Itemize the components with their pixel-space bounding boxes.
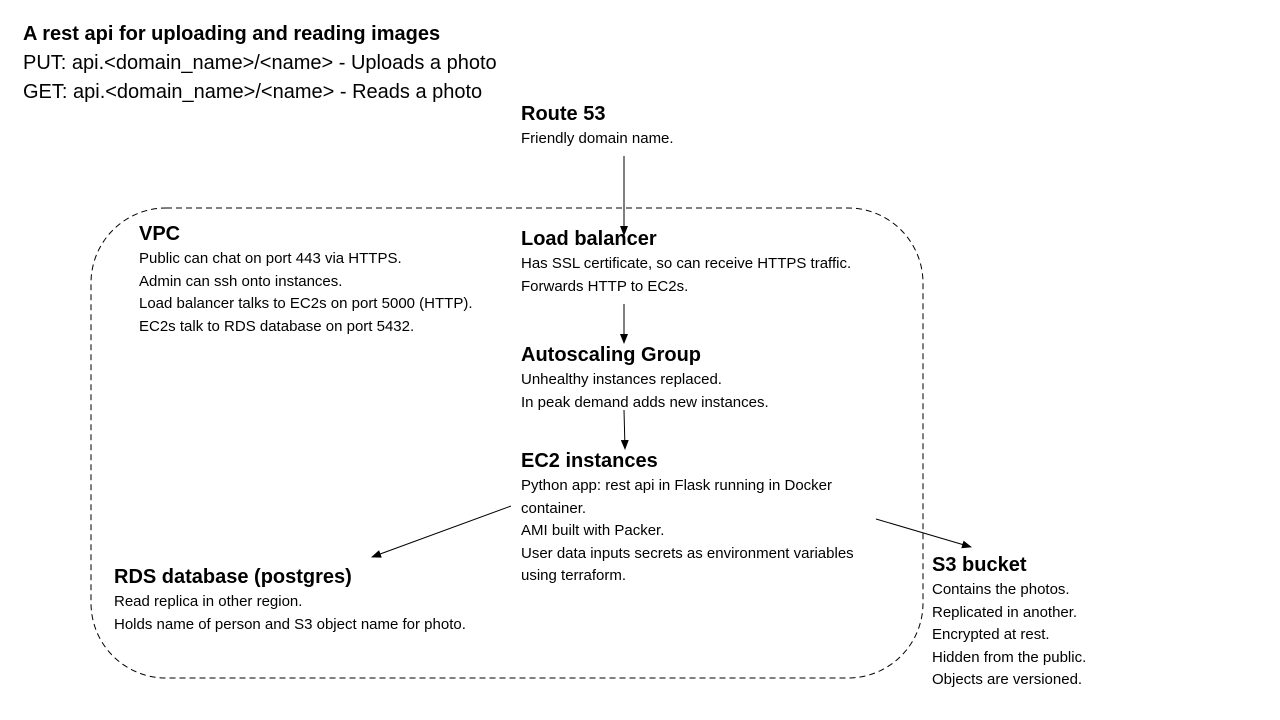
autoscaling-description: Unhealthy instances replaced. In peak de… [521, 369, 769, 414]
vpc-line: EC2s talk to RDS database on port 5432. [139, 317, 415, 335]
autoscaling-line: In peak demand adds new instances. [521, 393, 769, 411]
put-endpoint-line: PUT: api.<domain_name>/<name> - Uploads … [23, 52, 497, 74]
load-balancer-line: Has SSL certificate, so can receive HTTP… [521, 255, 852, 272]
load-balancer-line: Forwards HTTP to EC2s. [521, 277, 689, 295]
vpc-node: VPC Public can chat on port 443 via HTTP… [139, 220, 473, 338]
ec2-line: container. [521, 499, 587, 517]
vpc-line: Load balancer talks to EC2s on port 5000… [139, 295, 473, 312]
route53-line: Friendly domain name. [521, 130, 674, 147]
load-balancer-node: Load balancer Has SSL certificate, so ca… [521, 225, 851, 298]
rds-line: Read replica in other region. [114, 593, 303, 610]
vpc-title: VPC [139, 223, 181, 245]
ec2-node: EC2 instances Python app: rest api in Fl… [521, 447, 854, 588]
ec2-line: Python app: rest api in Flask running in… [521, 477, 832, 494]
autoscaling-title: Autoscaling Group [521, 344, 701, 366]
route53-node: Route 53 Friendly domain name. [521, 100, 674, 151]
ec2-title: EC2 instances [521, 450, 658, 472]
vpc-description: Public can chat on port 443 via HTTPS. A… [139, 248, 473, 338]
diagram-header: A rest api for uploading and reading ima… [23, 20, 497, 107]
s3-line: Hidden from the public. [932, 648, 1087, 666]
s3-description: Contains the photos. Replicated in anoth… [932, 579, 1086, 692]
ec2-line: AMI built with Packer. [521, 522, 665, 539]
s3-title: S3 bucket [932, 554, 1027, 576]
ec2-description: Python app: rest api in Flask running in… [521, 475, 854, 588]
s3-node: S3 bucket Contains the photos. Replicate… [932, 551, 1086, 692]
vpc-line: Admin can ssh onto instances. [139, 272, 343, 290]
arrow-ec2-to-rds [371, 505, 512, 558]
rds-line: Holds name of person and S3 object name … [114, 615, 466, 633]
route53-title: Route 53 [521, 103, 606, 125]
autoscaling-node: Autoscaling Group Unhealthy instances re… [521, 341, 769, 414]
load-balancer-description: Has SSL certificate, so can receive HTTP… [521, 253, 851, 298]
ec2-line: User data inputs secrets as environment … [521, 544, 854, 562]
diagram-title: A rest api for uploading and reading ima… [23, 23, 441, 45]
arrow-autoscaling-to-ec2 [620, 409, 629, 450]
s3-line: Objects are versioned. [932, 671, 1083, 688]
autoscaling-line: Unhealthy instances replaced. [521, 371, 722, 388]
load-balancer-title: Load balancer [521, 228, 657, 250]
rds-description: Read replica in other region. Holds name… [114, 591, 466, 636]
rds-node: RDS database (postgres) Read replica in … [114, 563, 466, 636]
s3-line: Replicated in another. [932, 603, 1078, 621]
vpc-line: Public can chat on port 443 via HTTPS. [139, 250, 402, 267]
arrow-ec2-to-s3 [875, 518, 972, 549]
get-endpoint-line: GET: api.<domain_name>/<name> - Reads a … [23, 81, 483, 103]
ec2-line: using terraform. [521, 567, 627, 584]
s3-line: Contains the photos. [932, 581, 1070, 598]
s3-line: Encrypted at rest. [932, 626, 1050, 643]
rds-title: RDS database (postgres) [114, 566, 352, 588]
route53-description: Friendly domain name. [521, 128, 674, 151]
